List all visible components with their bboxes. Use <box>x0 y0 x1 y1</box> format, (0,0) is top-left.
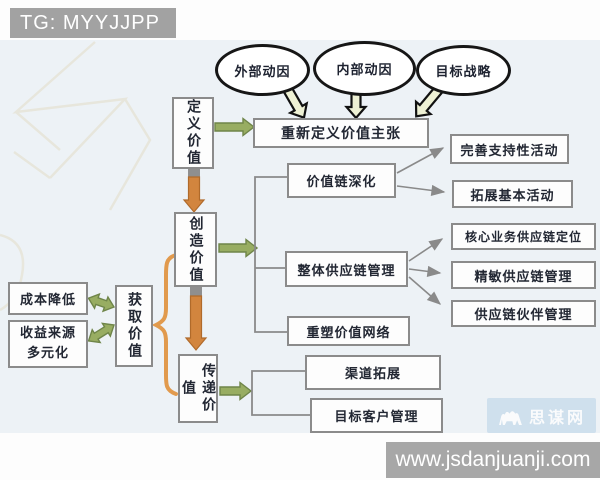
node-supply-partner-mgmt: 供应链伙伴管理 <box>451 300 596 327</box>
node-value-chain-deepening: 价值链深化 <box>287 163 396 198</box>
node-cost-reduction: 成本降低 <box>8 282 88 315</box>
header-tag-badge: TG: MYYJJPP <box>10 8 176 38</box>
driver-strategy: 目标战略 <box>416 45 511 96</box>
node-basic-activities: 拓展基本活动 <box>452 180 573 208</box>
deliver-bracket <box>251 370 310 416</box>
footer-url-text: www.jsdanjuanji.com <box>395 448 591 471</box>
stage-capture-value-label: 获取价值 <box>126 292 142 360</box>
node-channel-expansion-label: 渠道拓展 <box>344 367 401 382</box>
arrow-basic-activities <box>396 184 446 196</box>
driver-strategy-label: 目标战略 <box>435 65 492 80</box>
right-arrow-deliver <box>219 381 253 401</box>
header-tag-label: TG: MYYJJPP <box>20 12 160 34</box>
watermark-site-name: 思谋网 <box>528 407 586 427</box>
bracket-connectors <box>251 176 310 416</box>
double-arrow-cost <box>87 292 116 313</box>
node-leagile-supply-chain-label: 精敏供应链管理 <box>474 269 573 285</box>
node-reshape-value-network-label: 重塑价值网络 <box>306 325 391 341</box>
arrow-leagile <box>408 265 442 277</box>
node-basic-activities-label: 拓展基本活动 <box>470 188 555 204</box>
stage-create-value-label: 创造价值 <box>187 215 204 284</box>
node-cost-reduction-label: 成本降低 <box>19 293 76 308</box>
node-overall-supply-chain: 整体供应链管理 <box>285 251 408 287</box>
arrow-core-positioning <box>408 238 444 262</box>
right-arrow-define <box>214 117 256 137</box>
stage-deliver-value: 传递价值 <box>178 354 218 423</box>
node-channel-expansion: 渠道拓展 <box>305 355 441 390</box>
stage-capture-value: 获取价值 <box>115 285 153 367</box>
capture-value-brace <box>151 253 178 396</box>
stage-deliver-value-label: 传递价值 <box>180 363 216 414</box>
node-core-supply-positioning: 核心业务供应链定位 <box>451 223 596 250</box>
node-supply-partner-mgmt-label: 供应链伙伴管理 <box>474 308 573 323</box>
node-target-customer-mgmt-label: 目标客户管理 <box>334 410 419 425</box>
node-value-chain-deepening-label: 价值链深化 <box>306 175 377 190</box>
node-leagile-supply-chain: 精敏供应链管理 <box>451 261 596 289</box>
camel-icon <box>499 410 522 425</box>
node-core-supply-positioning-label: 核心业务供应链定位 <box>464 230 582 244</box>
revenue-sources-line2: 多元化 <box>26 346 69 361</box>
create-bracket <box>254 176 287 333</box>
node-support-activities-label: 完善支持性活动 <box>460 143 559 159</box>
driver-internal: 内部动因 <box>313 41 416 96</box>
revenue-sources-line1: 收益来源 <box>19 325 76 341</box>
node-revenue-sources: 收益来源 多元化 <box>8 320 88 368</box>
arrow-partner <box>408 276 442 305</box>
double-arrow-revenue <box>87 322 115 344</box>
down-arrow-strategy <box>414 83 445 118</box>
node-overall-supply-chain-label: 整体供应链管理 <box>297 263 396 279</box>
down-arrow-create-deliver <box>184 295 208 351</box>
arrow-support-activities <box>396 147 445 174</box>
stage-define-value-label: 定义价值 <box>185 99 201 167</box>
site-watermark: 思谋网 <box>487 398 596 433</box>
down-arrow-external <box>282 86 309 120</box>
node-value-proposition: 重新定义价值主张 <box>253 118 429 148</box>
right-arrow-create <box>218 238 259 258</box>
footer-url-bar: www.jsdanjuanji.com <box>386 442 600 478</box>
driver-external: 外部动因 <box>215 44 310 96</box>
stage-define-value: 定义价值 <box>172 97 214 169</box>
node-reshape-value-network: 重塑价值网络 <box>287 316 410 346</box>
stage-arrows <box>87 117 259 401</box>
down-arrow-define-create <box>182 176 206 213</box>
driver-internal-label: 内部动因 <box>336 63 393 78</box>
node-target-customer-mgmt: 目标客户管理 <box>310 398 443 433</box>
sequence-arrows <box>182 166 208 351</box>
node-support-activities: 完善支持性活动 <box>450 134 569 164</box>
stage-create-value: 创造价值 <box>174 212 217 287</box>
node-revenue-sources-label: 收益来源 多元化 <box>20 324 76 364</box>
detail-arrows <box>396 147 446 305</box>
driver-external-label: 外部动因 <box>234 64 291 80</box>
node-value-proposition-label: 重新定义价值主张 <box>281 126 401 142</box>
